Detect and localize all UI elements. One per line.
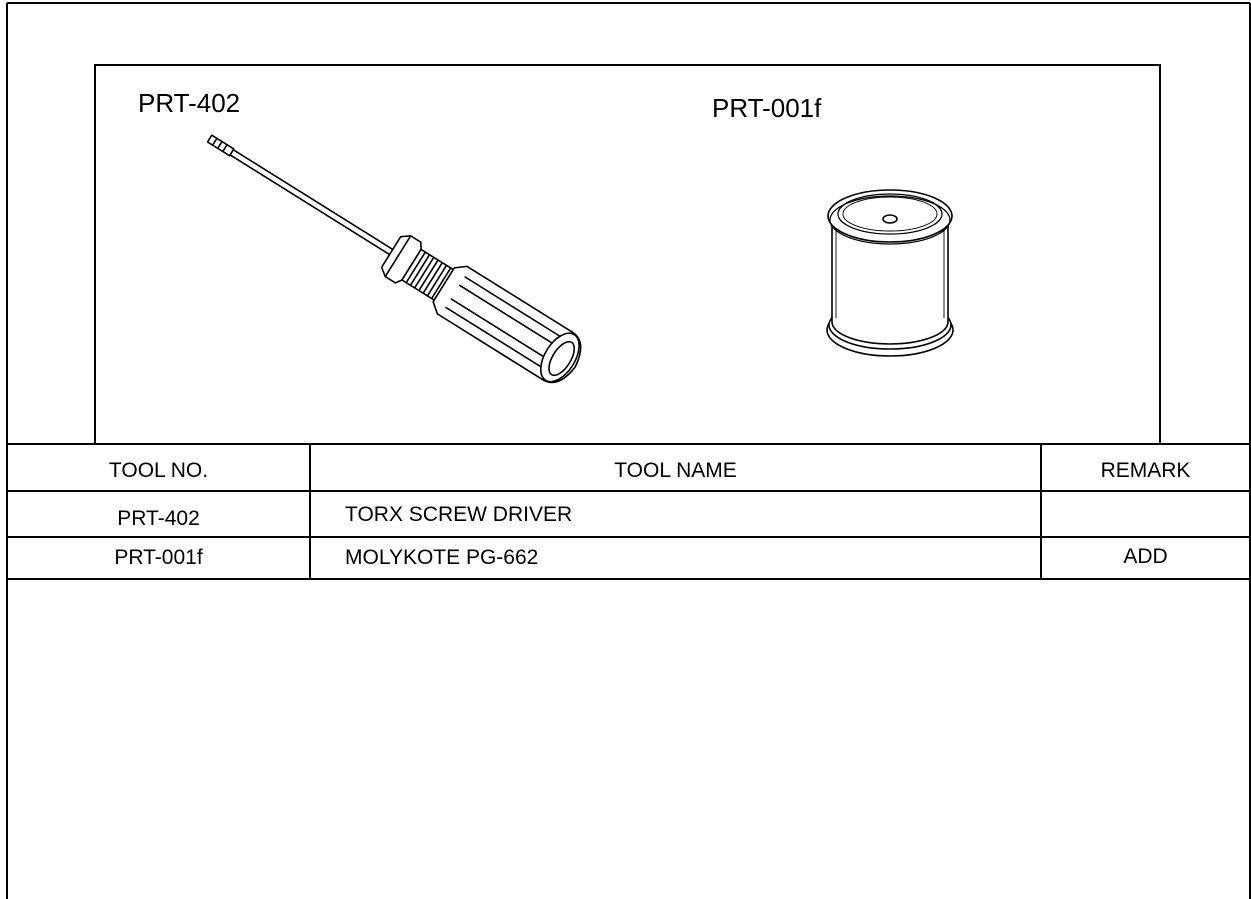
row-2-tool-no: PRT-001f	[114, 546, 203, 569]
row-1-tool-no: PRT-402	[117, 507, 200, 530]
header-tool-no: TOOL NO.	[108, 459, 209, 482]
grease-can-illustration	[826, 189, 954, 357]
screwdriver-illustration	[206, 134, 582, 384]
row-2-remark: ADD	[1123, 545, 1168, 568]
callout-screwdriver: PRT-402	[138, 88, 241, 118]
callout-grease-can: PRT-001f	[712, 93, 822, 123]
header-tool-name: TOOL NAME	[614, 459, 737, 482]
row-1-tool-name: TORX SCREW DRIVER	[345, 503, 573, 526]
row-2-tool-name: MOLYKOTE PG-662	[345, 546, 539, 569]
header-remark: REMARK	[1100, 459, 1191, 482]
